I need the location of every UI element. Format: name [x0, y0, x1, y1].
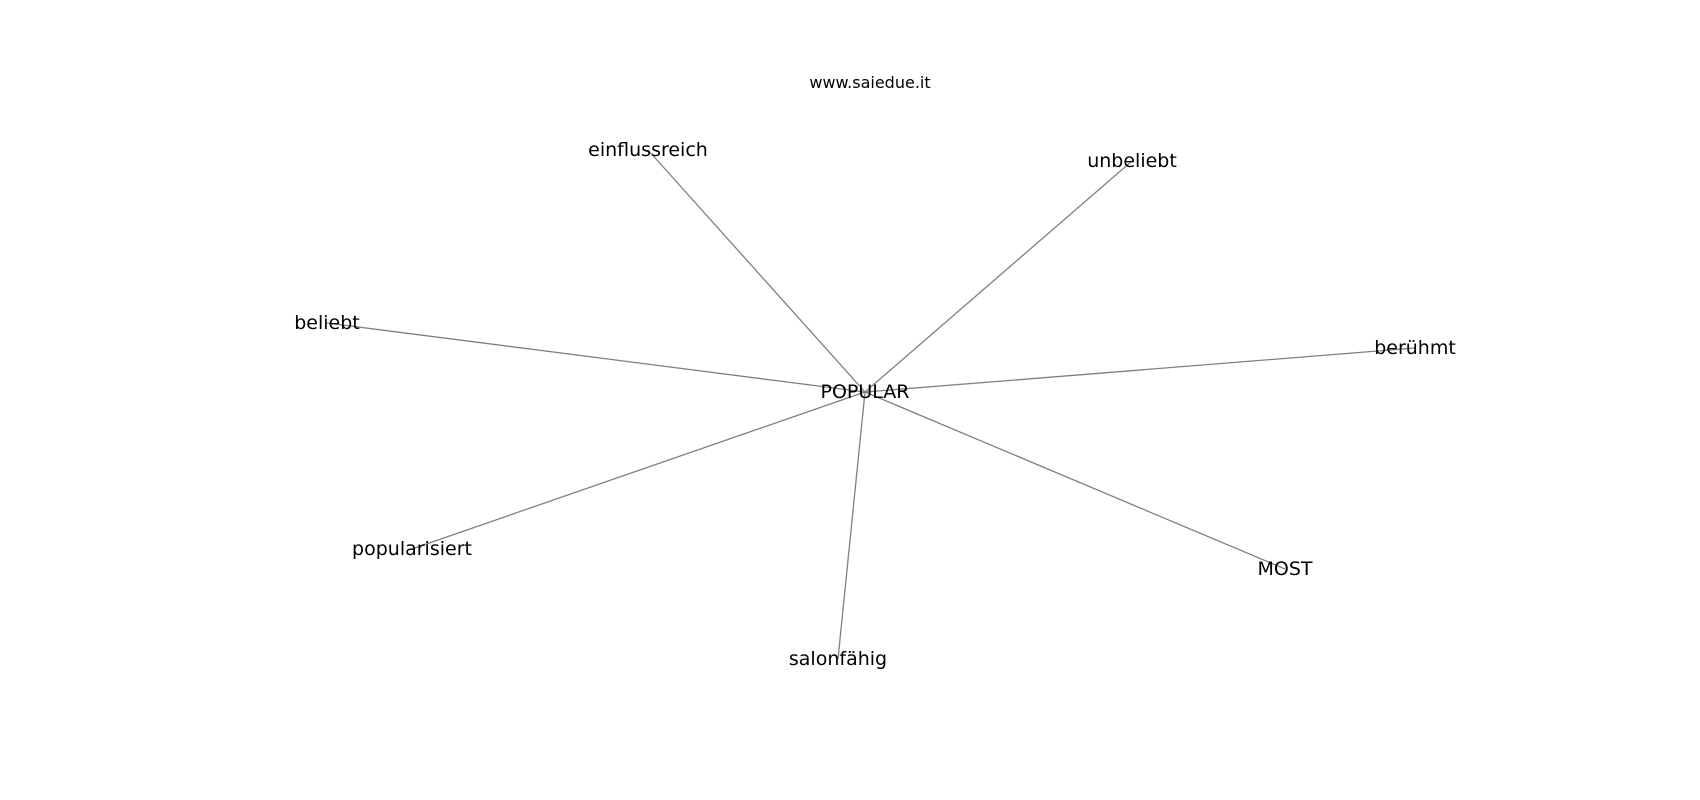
- node-einflussreich: einflussreich: [588, 139, 708, 161]
- node-most: MOST: [1257, 558, 1312, 580]
- edge-salonfahig: [837, 391, 866, 660]
- edge-beliebt: [326, 322, 866, 393]
- edge-popularisiert: [411, 391, 866, 550]
- node-popularisiert: popularisiert: [352, 538, 472, 560]
- site-watermark: www.saiedue.it: [809, 73, 930, 92]
- node-center-popular: POPULAR: [821, 381, 910, 403]
- node-salonfahig: salonfähig: [789, 648, 887, 670]
- edge-beruhmt: [864, 347, 1416, 393]
- graph-nodes: POPULAR einflussreich unbeliebt beliebt berü…: [294, 139, 1456, 670]
- node-beruhmt: berühmt: [1374, 337, 1456, 359]
- edge-unbeliebt: [864, 160, 1133, 393]
- node-beliebt: beliebt: [294, 312, 360, 334]
- edge-most: [864, 391, 1286, 570]
- edge-einflussreich: [647, 149, 866, 393]
- node-unbeliebt: unbeliebt: [1087, 150, 1177, 172]
- graph-edges: [326, 149, 1416, 660]
